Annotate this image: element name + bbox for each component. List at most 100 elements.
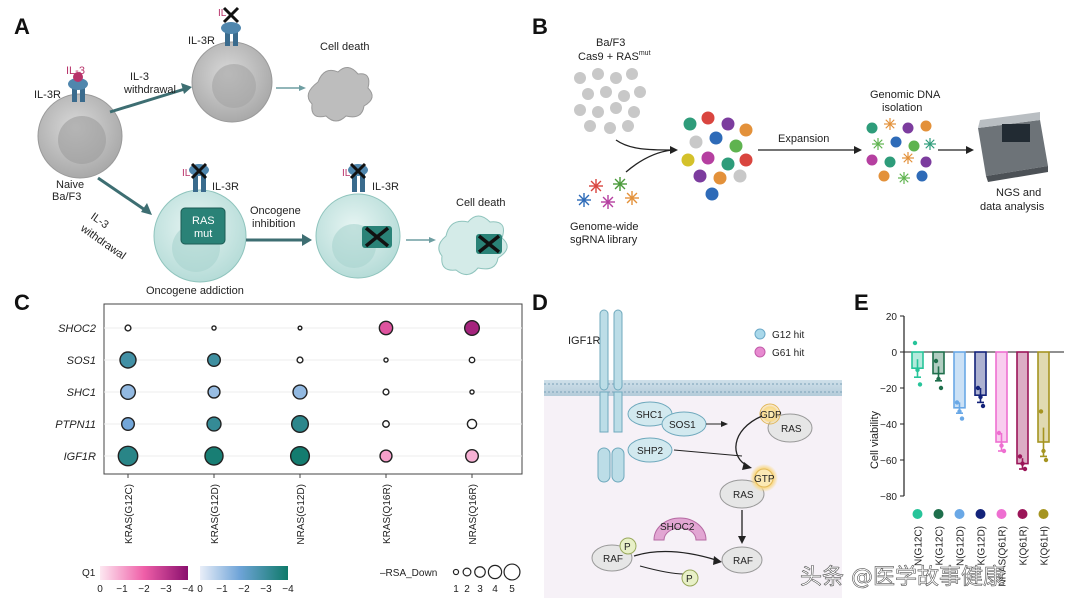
il3-crossed-top: IL	[218, 8, 227, 19]
grey-cell	[626, 68, 638, 80]
panel-c-label: C	[14, 290, 30, 315]
e-category-label: N(G12C)	[914, 526, 925, 566]
grey-cell	[604, 122, 616, 134]
e-point	[978, 394, 983, 400]
panel-d: D IGF1R G12 hit G61 hit SHC1 SOS1 SHP2	[532, 290, 842, 598]
transduced-cell	[721, 117, 735, 131]
expanded-cell	[898, 172, 910, 184]
rsa-legend-tick: 1	[453, 584, 459, 595]
raf-left-label: RAF	[603, 554, 623, 565]
naive-label-1: Naive	[56, 179, 84, 191]
q1-tick-blue: −1	[216, 584, 228, 595]
p-top-label: P	[624, 542, 631, 553]
shoc2-node	[653, 517, 707, 541]
raf-right-node	[721, 546, 763, 574]
grey-cell	[592, 106, 604, 118]
e-bar-2	[953, 351, 966, 421]
sos1-label: SOS1	[669, 420, 696, 431]
e-ytick: −80	[880, 492, 897, 503]
gtp-node	[754, 468, 774, 488]
e-ytick: 0	[891, 348, 897, 359]
sequencer-icon	[978, 112, 1048, 182]
e-point	[1017, 454, 1023, 459]
dot-sos1-2	[296, 356, 304, 364]
il3-label: IL-3	[66, 65, 85, 77]
inhibited-cell	[315, 162, 401, 279]
gene-label-shc1: SHC1	[67, 387, 96, 399]
line-label: KRAS(G12C)	[124, 484, 135, 544]
il3r-label-mid: IL-3R	[212, 181, 239, 193]
gtp-label: GTP	[754, 474, 775, 485]
il3r-label-left: IL-3R	[34, 89, 61, 101]
sgrna-icon	[613, 177, 627, 191]
ngs-label-2: data analysis	[980, 201, 1045, 213]
e-bar-5	[1016, 351, 1029, 472]
e-point	[933, 358, 939, 364]
q1-tick-pink: −1	[116, 584, 128, 595]
grey-cell	[634, 86, 646, 98]
e-point	[1022, 466, 1028, 472]
withdrawn-cell-top	[191, 6, 273, 123]
grey-cell	[582, 88, 594, 100]
q1-tick-pink: −4	[182, 584, 194, 595]
oncogene-inhibition-1: Oncogene	[250, 205, 301, 217]
p-top-node	[619, 537, 637, 555]
dot-shoc2-1	[211, 325, 217, 331]
rsa-legend-dot	[452, 568, 460, 576]
transduced-cell	[683, 117, 697, 131]
transduced-cell-cluster	[681, 111, 753, 201]
expanded-cell	[884, 156, 896, 168]
transduced-cell	[721, 157, 735, 171]
q1-tick-blue: 0	[197, 584, 203, 595]
q1-legend-label: Q1	[82, 568, 96, 579]
grey-cell	[574, 104, 586, 116]
p-bottom-node	[681, 569, 699, 587]
e-category-label: N(G12D)	[956, 526, 967, 566]
q1-blue-gradient	[200, 566, 288, 580]
dot-shc1-1	[207, 385, 221, 399]
e-ytick: 20	[886, 312, 898, 323]
q1-tick-pink: 0	[97, 584, 103, 595]
ras-gdp-node	[767, 413, 813, 443]
panel-e-label: E	[854, 290, 869, 315]
dot-ptpn11-1	[206, 416, 222, 432]
e-point	[1038, 409, 1044, 414]
e-category-label: K(G12D)	[977, 526, 988, 565]
line-label: KRAS(Q16R)	[382, 484, 393, 544]
dot-igf1r-3	[379, 449, 393, 463]
dot-sos1-0	[119, 351, 137, 369]
expanded-cell	[866, 154, 878, 166]
g12-legend-dot	[754, 328, 766, 340]
ras-mut-box	[180, 207, 226, 245]
rsa-legend-label: –RSA_Down	[380, 568, 437, 579]
naive-label-2: Ba/F3	[52, 191, 81, 203]
shoc2-label: SHOC2	[660, 522, 695, 533]
grey-cell	[574, 72, 586, 84]
e-point	[1041, 448, 1046, 454]
expansion-label: Expansion	[778, 133, 829, 145]
ras-mid-label: RAS	[733, 490, 754, 501]
dot-shc1-3	[382, 388, 390, 396]
e-point	[999, 443, 1004, 448]
expanded-cell	[902, 122, 914, 134]
g12-legend-label: G12 hit	[772, 330, 804, 341]
cell-membrane	[544, 380, 842, 396]
dot-ptpn11-4	[466, 418, 478, 430]
e-point	[954, 400, 960, 405]
e-category-label: K(G12C)	[935, 526, 946, 565]
e-bar-0	[911, 340, 924, 387]
gene-label-igf1r: IGF1R	[64, 451, 96, 463]
transduced-cell	[689, 135, 703, 149]
e-point	[996, 430, 1002, 436]
e-bar-1	[932, 351, 945, 391]
e-ylabel: Cell viability	[869, 410, 881, 469]
grey-cell	[610, 72, 622, 84]
p-bottom-label: P	[686, 574, 693, 585]
panel-e: E Cell viability 200−20−40−60−80 N(G12C)…	[854, 290, 1064, 587]
gene-label-ptpn11: PTPN11	[55, 419, 96, 431]
transduced-cell	[681, 153, 695, 167]
cross-icon	[364, 226, 390, 248]
expanded-cell	[872, 138, 884, 150]
library-label-2: sgRNA library	[570, 234, 638, 246]
e-point	[957, 409, 962, 414]
